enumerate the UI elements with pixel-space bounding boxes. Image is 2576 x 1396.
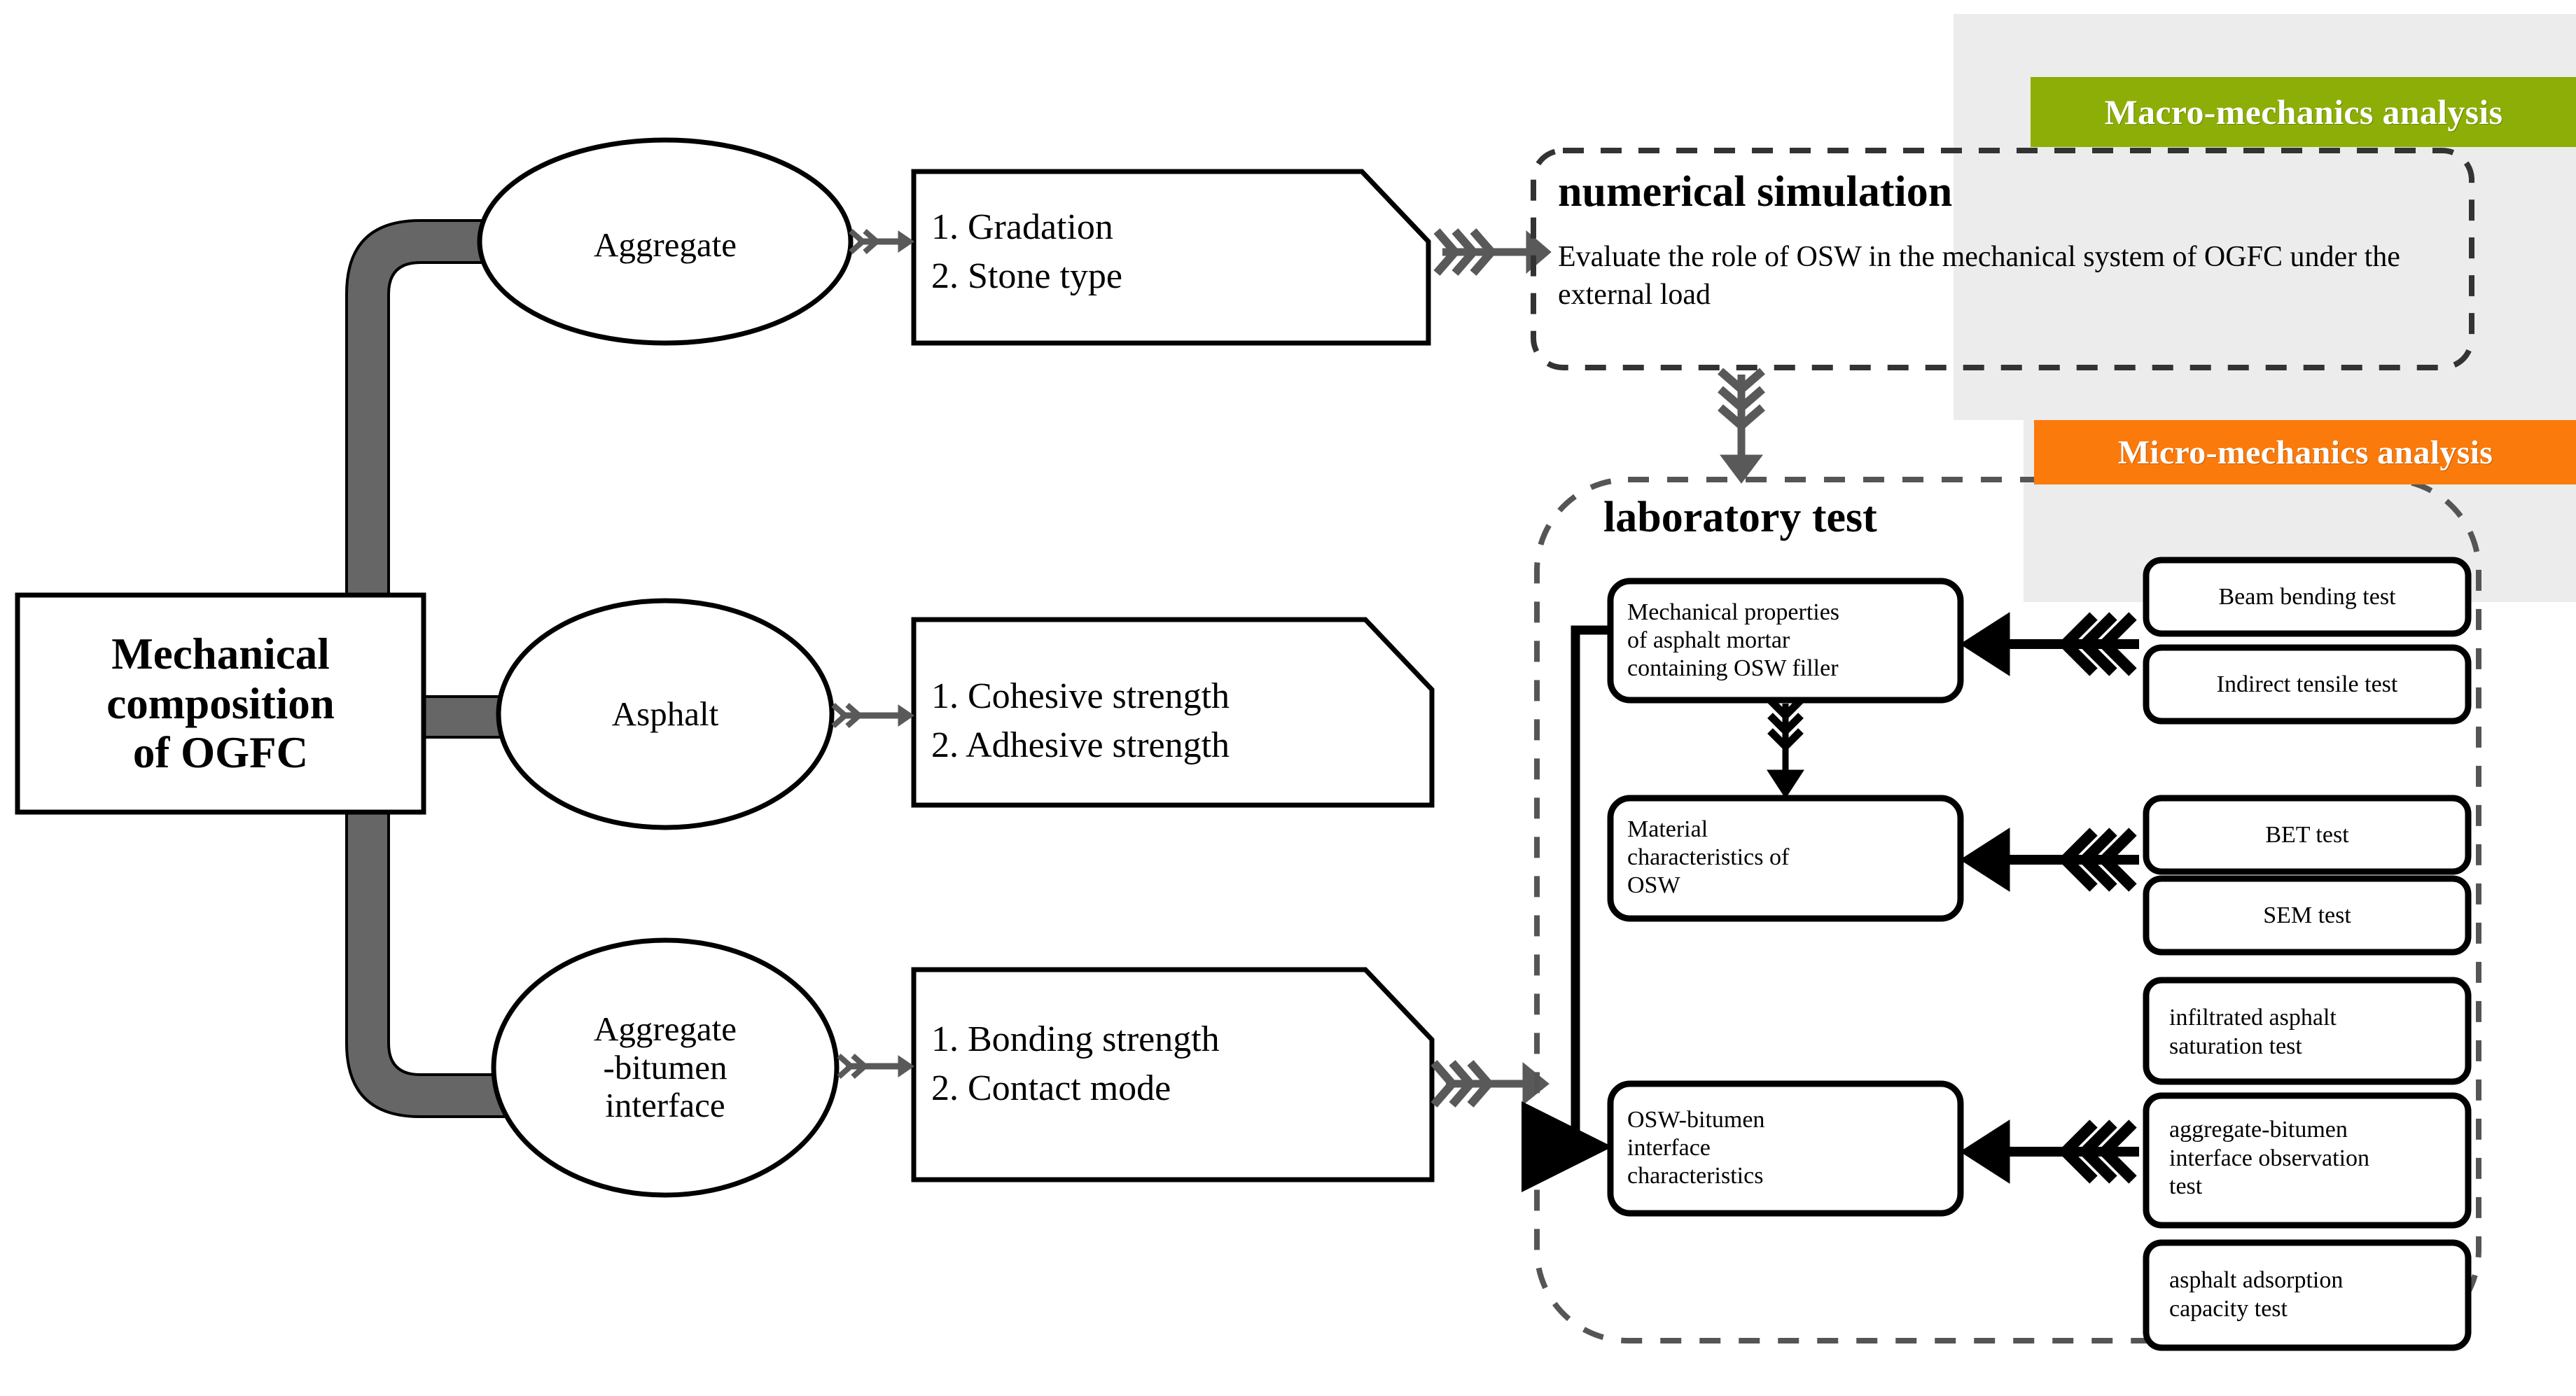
micro-mechanics-banner: Micro-mechanics analysis xyxy=(2034,420,2576,484)
factors-box-interface xyxy=(911,967,1435,1182)
arrow-simulation-to-lab xyxy=(1718,368,1765,484)
arrow-mech-to-material xyxy=(1767,697,1804,799)
arrow-to-numerical-simulation xyxy=(1433,228,1552,276)
factors-box-aggregate xyxy=(911,169,1431,346)
factors-box-asphalt xyxy=(911,617,1435,808)
numerical-simulation-panel xyxy=(1531,148,2474,370)
macro-mechanics-banner: Macro-mechanics analysis xyxy=(2031,77,2576,147)
ellipse-asphalt xyxy=(496,598,835,830)
black-feathered-arrows xyxy=(1960,612,2139,1184)
ellipse-aggregate xyxy=(477,137,854,346)
ellipse-aggregate-bitumen-interface xyxy=(491,937,840,1198)
test-boxes xyxy=(2143,557,2472,1351)
topic-boxes xyxy=(1607,578,1964,1217)
bracket-connector-mech-to-osw xyxy=(1522,625,1613,1192)
arrow-to-laboratory-test xyxy=(1430,1060,1550,1108)
gray-chevron-arrows xyxy=(831,229,914,1079)
main-source-box xyxy=(15,592,426,815)
